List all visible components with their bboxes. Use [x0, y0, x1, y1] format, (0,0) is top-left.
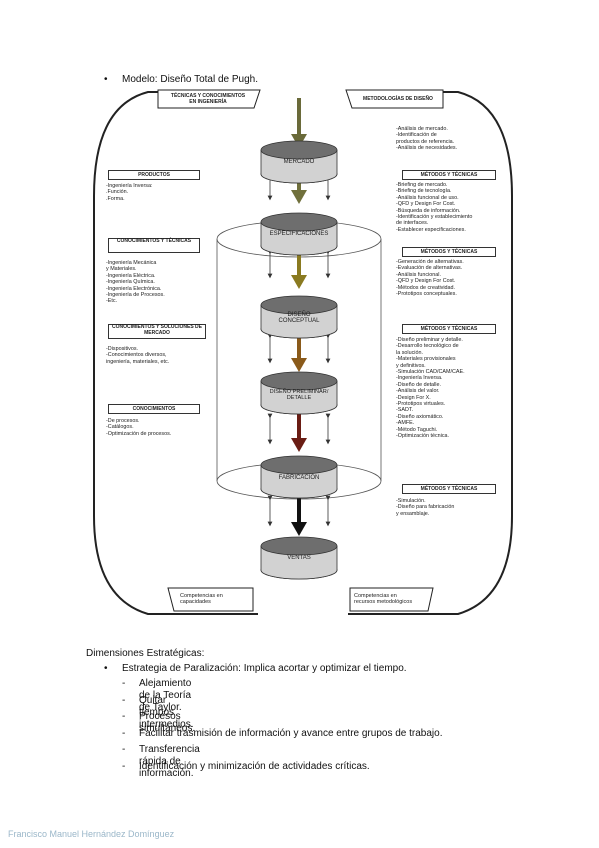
- stage-label-ventas: VENTAS: [287, 555, 311, 561]
- right-box-body-4: -Simulación. -Diseño para fabricación y …: [396, 498, 455, 517]
- stage-label-mercado: MERCADO: [283, 159, 315, 165]
- list-item: - Facilitar trasmisión de información y …: [122, 727, 442, 745]
- list-item: - Quitar tiempos intermedios.: [122, 694, 193, 730]
- left-box-header-conocimientos: CONOCIMIENTOS: [108, 404, 200, 414]
- diagram-graphics: [93, 89, 513, 615]
- list-item-text: Identificación y minimización de activid…: [139, 760, 370, 772]
- right-box-header-1: MÉTODOS Y TÉCNICAS: [402, 170, 496, 180]
- strategy-bullet-text: Estrategia de Paralización: Implica acor…: [122, 663, 407, 674]
- right-box-body-2: -Generación de alternativas. -Evaluación…: [396, 259, 464, 298]
- stage-ventas: [260, 536, 338, 580]
- bullet-glyph: •: [104, 74, 108, 85]
- left-bracket: [93, 91, 258, 615]
- stage-label-diseno-preliminar: DISEÑO PRELIMINAR/ DETALLE: [269, 389, 329, 402]
- dash-glyph: -: [122, 727, 126, 739]
- left-box-body-conocimientos-tecnicas: -Ingeniería Mecánica y Materiales. -Inge…: [106, 260, 165, 305]
- top-bullet: •: [104, 74, 108, 86]
- list-item: - Procesos simultáneos.: [122, 711, 195, 734]
- left-box-header-soluciones-mercado: CONOCIMIENTOS Y SOLUCIONES DE MERCADO: [108, 324, 206, 339]
- top-right-banner: METODOLOGÍAS DE DISEÑO: [363, 96, 433, 102]
- top-bullet-text: Modelo: Diseño Total de Pugh.: [122, 74, 259, 85]
- left-box-header-productos: PRODUCTOS: [108, 170, 200, 180]
- dash-glyph: -: [122, 711, 126, 722]
- stage-diseno-preliminar: [260, 371, 338, 415]
- top-left-banner: TÉCNICAS Y CONOCIMIENTOS EN INGENIERÍA: [170, 93, 246, 106]
- top-left-banner-shape: [157, 89, 261, 109]
- right-box-body-3: -Diseño preliminar y detalle. -Desarroll…: [396, 337, 465, 440]
- list-item-text: Alejamiento de la Teoría de Taylor.: [139, 678, 192, 713]
- footer-author: Francisco Manuel Hernández Domínguez: [8, 829, 175, 839]
- bottom-right-banner: Competencias en recursos metodológicos: [354, 593, 413, 606]
- stage-label-especificaciones: ESPECIFICACIONES: [269, 231, 329, 237]
- strategy-bullet-glyph: •: [104, 663, 108, 674]
- left-box-body-productos: -Ingeniería Inversa: .Función. .Forma.: [106, 183, 153, 202]
- stage-especificaciones: [260, 212, 338, 256]
- pugh-total-design-diagram: TÉCNICAS Y CONOCIMIENTOS EN INGENIERÍA M…: [88, 86, 518, 626]
- stage-diseno-conceptual: [260, 295, 338, 339]
- stage-mercado: [260, 140, 338, 184]
- stage-label-diseno-conceptual: DISEÑO CONCEPTUAL: [278, 312, 320, 325]
- list-item-text: Quitar tiempos intermedios.: [139, 694, 194, 730]
- bottom-right-banner-shape: [349, 587, 434, 612]
- list-item-text: Procesos simultáneos.: [139, 711, 196, 734]
- sub-item-list: - Alejamiento de la Teoría de Taylor. - …: [122, 678, 442, 779]
- dash-glyph: -: [122, 694, 126, 706]
- left-box-body-conocimientos: -De procesos. -Catálogos. -Optimización …: [106, 418, 172, 437]
- section-title: Dimensiones Estratégicas:: [86, 648, 205, 659]
- list-item-text: Transferencia rápida de información.: [139, 744, 200, 779]
- right-box-header-2: MÉTODOS Y TÉCNICAS: [402, 247, 496, 257]
- dash-glyph: -: [122, 744, 126, 755]
- right-box-header-4: MÉTODOS Y TÉCNICAS: [402, 484, 496, 494]
- bottom-left-banner-shape: [167, 587, 254, 612]
- right-intro-list: -Análisis de mercado. -Identificación de…: [396, 126, 458, 152]
- right-box-body-1: -Briefing de mercado. -Briefing de tecno…: [396, 182, 473, 233]
- list-item: - Identificación y minimización de activ…: [122, 760, 370, 778]
- right-bracket: [348, 91, 513, 615]
- stage-label-fabricacion: FABRICACIÓN: [278, 475, 320, 481]
- dash-glyph: -: [122, 678, 126, 689]
- list-item-text: Facilitar trasmisión de información y av…: [139, 727, 443, 739]
- bottom-left-banner: Competencias en capacidades: [180, 593, 223, 606]
- list-item: - Transferencia rápida de información.: [122, 744, 200, 779]
- right-box-header-3: MÉTODOS Y TÉCNICAS: [402, 324, 496, 334]
- list-item: - Alejamiento de la Teoría de Taylor.: [122, 678, 191, 713]
- stage-fabricacion: [260, 455, 338, 499]
- top-right-banner-shape: [345, 89, 444, 109]
- dash-glyph: -: [122, 760, 126, 772]
- left-box-body-soluciones-mercado: -Dispositivos. -Conocimientos diversos, …: [106, 346, 170, 365]
- left-box-header-conocimientos-tecnicas: CONOCIMIENTOS Y TÉCNICAS: [108, 238, 200, 253]
